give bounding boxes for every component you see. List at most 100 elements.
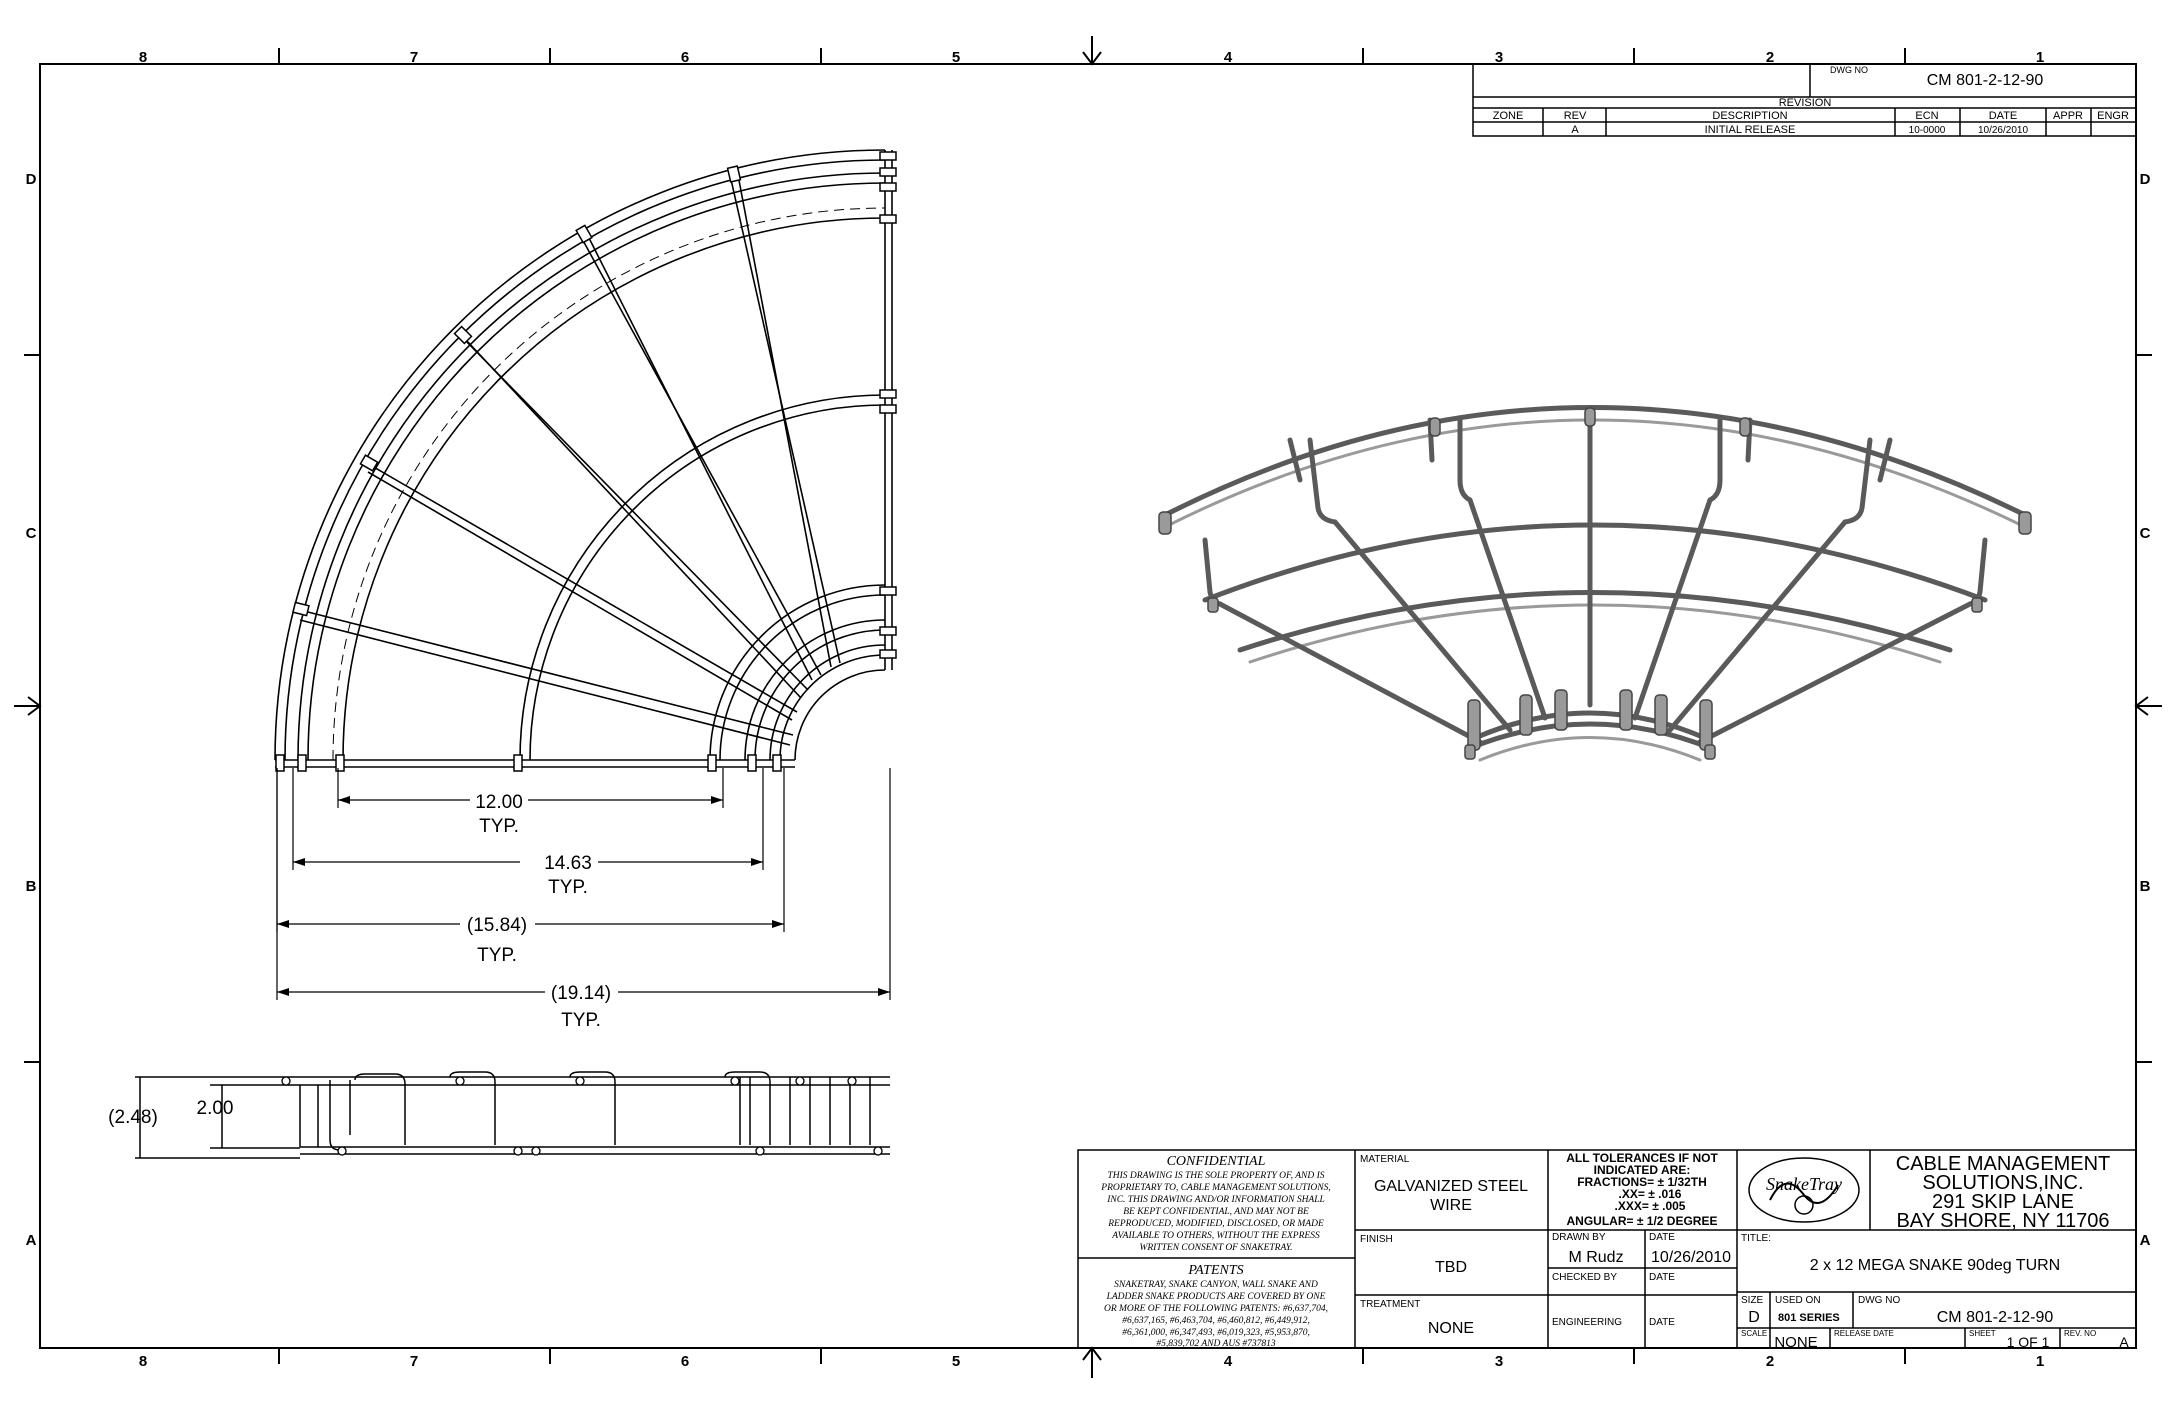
dimension-lines: [276, 768, 891, 1000]
rev-dwg-no: CM 801-2-12-90: [1927, 72, 2044, 89]
checked-by-label: CHECKED BY: [1552, 1272, 1617, 1283]
zone-bottom-7: 7: [410, 1353, 418, 1370]
zone-top-6: 6: [681, 49, 689, 66]
rev-row-ecn: 10-0000: [1909, 125, 1946, 136]
confidential-line-3: INC. THIS DRAWING AND/OR INFORMATION SHA…: [1106, 1195, 1325, 1205]
zone-bottom-1: 1: [2036, 1353, 2044, 1370]
confidential-line-5: REPRODUCED, MODIFIED, DISCLOSED, OR MADE: [1107, 1219, 1324, 1229]
zone-left-C: C: [26, 525, 37, 542]
zone-top-4: 4: [1224, 49, 1233, 66]
tolerance-line-2: INDICATED ARE:: [1594, 1163, 1691, 1177]
dwg-no-value: CM 801-2-12-90: [1937, 1309, 2054, 1326]
confidential-block: CONFIDENTIAL THIS DRAWING IS THE SOLE PR…: [1100, 1154, 1330, 1349]
zone-top-8: 8: [139, 49, 147, 66]
dim-12: 12.00: [475, 792, 523, 813]
rev-no-value: A: [2119, 1334, 2129, 1350]
material-line-2: WIRE: [1430, 1197, 1472, 1214]
company-line-2: SOLUTIONS,INC.: [1922, 1172, 2083, 1194]
zone-left-D: D: [26, 171, 37, 188]
material-label: MATERIAL: [1360, 1154, 1410, 1165]
zone-top-3: 3: [1495, 49, 1503, 66]
patents-line-1: SNAKETRAY, SNAKE CANYON, WALL SNAKE AND: [1114, 1280, 1318, 1290]
rev-header-zone: ZONE: [1493, 110, 1524, 122]
patents-line-2: LADDER SNAKE PRODUCTS ARE COVERED BY ONE: [1106, 1292, 1326, 1302]
material-line-1: GALVANIZED STEEL: [1374, 1178, 1528, 1195]
zone-right-A: A: [2140, 1232, 2151, 1249]
dim-19-14: (19.14): [551, 983, 611, 1004]
finish-label: FINISH: [1360, 1234, 1393, 1245]
center-markers: [14, 36, 2162, 1378]
zone-bottom-4: 4: [1224, 1353, 1233, 1370]
treatment-value: NONE: [1428, 1320, 1474, 1337]
release-date-label: RELEASE DATE: [1834, 1329, 1894, 1338]
tolerances-block: ALL TOLERANCES IF NOT INDICATED ARE: FRA…: [1566, 1151, 1718, 1228]
sheet-label: SHEET: [1969, 1329, 1996, 1338]
drawn-by-value: M Rudz: [1568, 1249, 1623, 1266]
zone-left-A: A: [26, 1232, 37, 1249]
drawn-date-value: 10/26/2010: [1651, 1249, 1731, 1266]
confidential-line-2: PROPRIETARY TO, CABLE MANAGEMENT SOLUTIO…: [1100, 1183, 1330, 1193]
dim-15-84: (15.84): [467, 915, 527, 936]
rev-row-description: INITIAL RELEASE: [1705, 124, 1796, 136]
company-block: CABLE MANAGEMENT SOLUTIONS,INC. 291 SKIP…: [1896, 1153, 2110, 1232]
zone-top-5: 5: [952, 49, 960, 66]
confidential-title: CONFIDENTIAL: [1167, 1154, 1266, 1169]
scale-label: SCALE: [1741, 1329, 1767, 1338]
zone-top-2: 2: [1766, 49, 1774, 66]
dim-14-63: 14.63: [544, 853, 592, 874]
dimension-arrows: [277, 796, 890, 996]
sheet-value: 1 OF 1: [2007, 1334, 2050, 1350]
zone-left-B: B: [26, 878, 37, 895]
used-on-label: USED ON: [1775, 1295, 1821, 1306]
used-on-value: 801 SERIES: [1778, 1312, 1840, 1324]
zone-bottom-2: 2: [1766, 1353, 1774, 1370]
scale-value: NONE: [1774, 1334, 1817, 1351]
patents-line-5: #6,361,000, #6,347,493, #6,019,323, #5,9…: [1122, 1328, 1310, 1338]
dim-height-2-48: (2.48): [108, 1107, 158, 1128]
tolerance-line-4: .XX= ± .016: [1619, 1187, 1682, 1201]
dim-14-63-note: TYP.: [548, 877, 588, 898]
rev-header-appr: APPR: [2053, 110, 2083, 122]
treatment-label: TREATMENT: [1360, 1299, 1420, 1310]
dim-19-14-note: TYP.: [561, 1010, 601, 1031]
rev-row-date: 10/26/2010: [1978, 125, 2028, 136]
zone-bottom-5: 5: [952, 1353, 960, 1370]
rev-no-label: REV. NO: [2064, 1329, 2096, 1338]
patents-line-3: OR MORE OF THE FOLLOWING PATENTS: #6,637…: [1104, 1304, 1328, 1314]
tolerance-line-6: ANGULAR= ± 1/2 DEGREE: [1567, 1214, 1718, 1228]
zone-bottom-3: 3: [1495, 1353, 1503, 1370]
zone-bottom-8: 8: [139, 1353, 147, 1370]
zone-top-7: 7: [410, 49, 418, 66]
zone-right-D: D: [2140, 171, 2151, 188]
patents-title: PATENTS: [1187, 1263, 1243, 1278]
rev-row-rev: A: [1571, 124, 1579, 136]
engineering-date-label: DATE: [1649, 1317, 1675, 1328]
rev-header-date: DATE: [1989, 110, 2018, 122]
title-block-frame: [1077, 1149, 2137, 1349]
zone-right-C: C: [2140, 525, 2151, 542]
side-view-joints: [281, 1076, 883, 1156]
company-line-3: 291 SKIP LANE: [1932, 1191, 2074, 1213]
revision-block: [1472, 63, 2137, 137]
drawn-by-label: DRAWN BY: [1552, 1232, 1606, 1243]
revision-title: REVISION: [1779, 97, 1832, 109]
zone-top-1: 1: [2036, 49, 2044, 66]
engineering-label: ENGINEERING: [1552, 1317, 1622, 1328]
confidential-line-6: AVAILABLE TO OTHERS, WITHOUT THE EXPRESS: [1111, 1231, 1320, 1241]
zone-bottom-6: 6: [681, 1353, 689, 1370]
side-view-tray: [135, 1071, 890, 1159]
drawn-date-label: DATE: [1649, 1232, 1675, 1243]
snaketray-logo: SnakeTray: [1748, 1157, 1860, 1223]
tolerance-line-5: .XXX= ± .005: [1615, 1199, 1686, 1213]
confidential-line-1: THIS DRAWING IS THE SOLE PROPERTY OF, AN…: [1107, 1171, 1324, 1181]
sheet-border: [39, 63, 2137, 1349]
title-label: TITLE:: [1741, 1233, 1771, 1244]
dim-height-2: 2.00: [197, 1098, 234, 1119]
rev-dwg-no-label: DWG NO: [1830, 65, 1868, 75]
confidential-line-7: WRITTEN CONSENT OF SNAKETRAY.: [1139, 1243, 1292, 1253]
rev-header-description: DESCRIPTION: [1712, 110, 1787, 122]
isometric-joints: [1158, 407, 2032, 760]
zone-right-B: B: [2140, 878, 2151, 895]
dwg-no-label: DWG NO: [1858, 1295, 1900, 1306]
